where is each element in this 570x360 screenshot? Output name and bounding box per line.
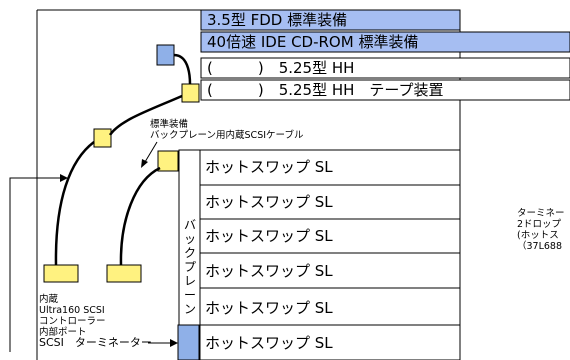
- controller-port-b: [106, 264, 142, 283]
- drive-bay-525-tape: [200, 79, 570, 101]
- drive-bay-fdd: [200, 9, 461, 31]
- backplane-vertical-label: バ ッ ク プ レ ー ン: [183, 218, 197, 316]
- cable-backplane-to-controller: [119, 166, 161, 266]
- cable-connector-mid: [93, 128, 112, 148]
- right-note-line2: 2ドロップ: [517, 219, 562, 230]
- hotswap-slot-label: ホットスワップ SL: [205, 299, 333, 317]
- drive-bay-label-525-tape: ( ) 5.25型 HH テープ装置: [207, 81, 444, 99]
- controller-port-a: [43, 264, 79, 283]
- external-port-leader: [9, 177, 60, 352]
- backplane-char: ー: [183, 288, 196, 302]
- drive-bay-label-fdd: 3.5型 FDD 標準装備: [207, 11, 348, 29]
- backplane-connector: [157, 150, 179, 172]
- hotswap-slot-label: ホットスワップ SL: [205, 262, 333, 280]
- drive-bay-525-a: [200, 57, 570, 79]
- drive-bay-label-cdrom: 40倍速 IDE CD-ROM 標準装備: [207, 33, 419, 51]
- drive-bay-scsi-connector: [181, 83, 200, 103]
- scsi-terminator-label: SCSI ターミネーター: [39, 336, 152, 349]
- cable-cdrom: [173, 53, 192, 85]
- standard-cable-label-line1: 標準装備: [150, 119, 189, 130]
- right-note-line4: （37L688: [517, 241, 563, 252]
- backplane-char: ク: [183, 246, 196, 260]
- hotswap-slot-label: ホットスワップ SL: [205, 193, 333, 211]
- hotswap-slot-label: ホットスワップ SL: [205, 334, 333, 352]
- external-port-arrowhead: [60, 174, 68, 182]
- drive-bay-cdrom: [200, 31, 570, 53]
- cable-mid-to-controller: [54, 141, 95, 266]
- cable-label-arrowhead: [141, 159, 148, 168]
- right-note-line3: (ホットス: [517, 230, 559, 241]
- controller-label-line3: コントローラー: [39, 316, 106, 327]
- hotswap-cage: [178, 149, 461, 360]
- backplane-char: ッ: [183, 232, 196, 246]
- controller-label-line1: 内蔵: [39, 294, 59, 305]
- cable-drive-to-mid: [108, 94, 183, 136]
- backplane-char: プ: [183, 260, 196, 274]
- controller-label-line4: 内部ポート: [39, 327, 87, 338]
- drive-bay-label-525-a: ( ) 5.25型 HH: [207, 59, 355, 77]
- standard-cable-label-line2: バックプレーン用内蔵SCSIケーブル: [150, 130, 304, 141]
- backplane-terminator: [177, 324, 200, 360]
- backplane-char: レ: [183, 274, 196, 288]
- right-note-line1: ターミネー: [517, 208, 565, 219]
- backplane-char: ン: [183, 302, 196, 316]
- backplane-char: バ: [183, 218, 196, 232]
- controller-label-line2: Ultra160 SCSI: [39, 305, 105, 316]
- terminator-arrowhead: [170, 339, 178, 347]
- cable-label-leader: [144, 141, 158, 163]
- hotswap-slot-label: ホットスワップ SL: [205, 158, 333, 176]
- cdrom-connector: [156, 44, 175, 66]
- hotswap-slot-label: ホットスワップ SL: [205, 227, 333, 245]
